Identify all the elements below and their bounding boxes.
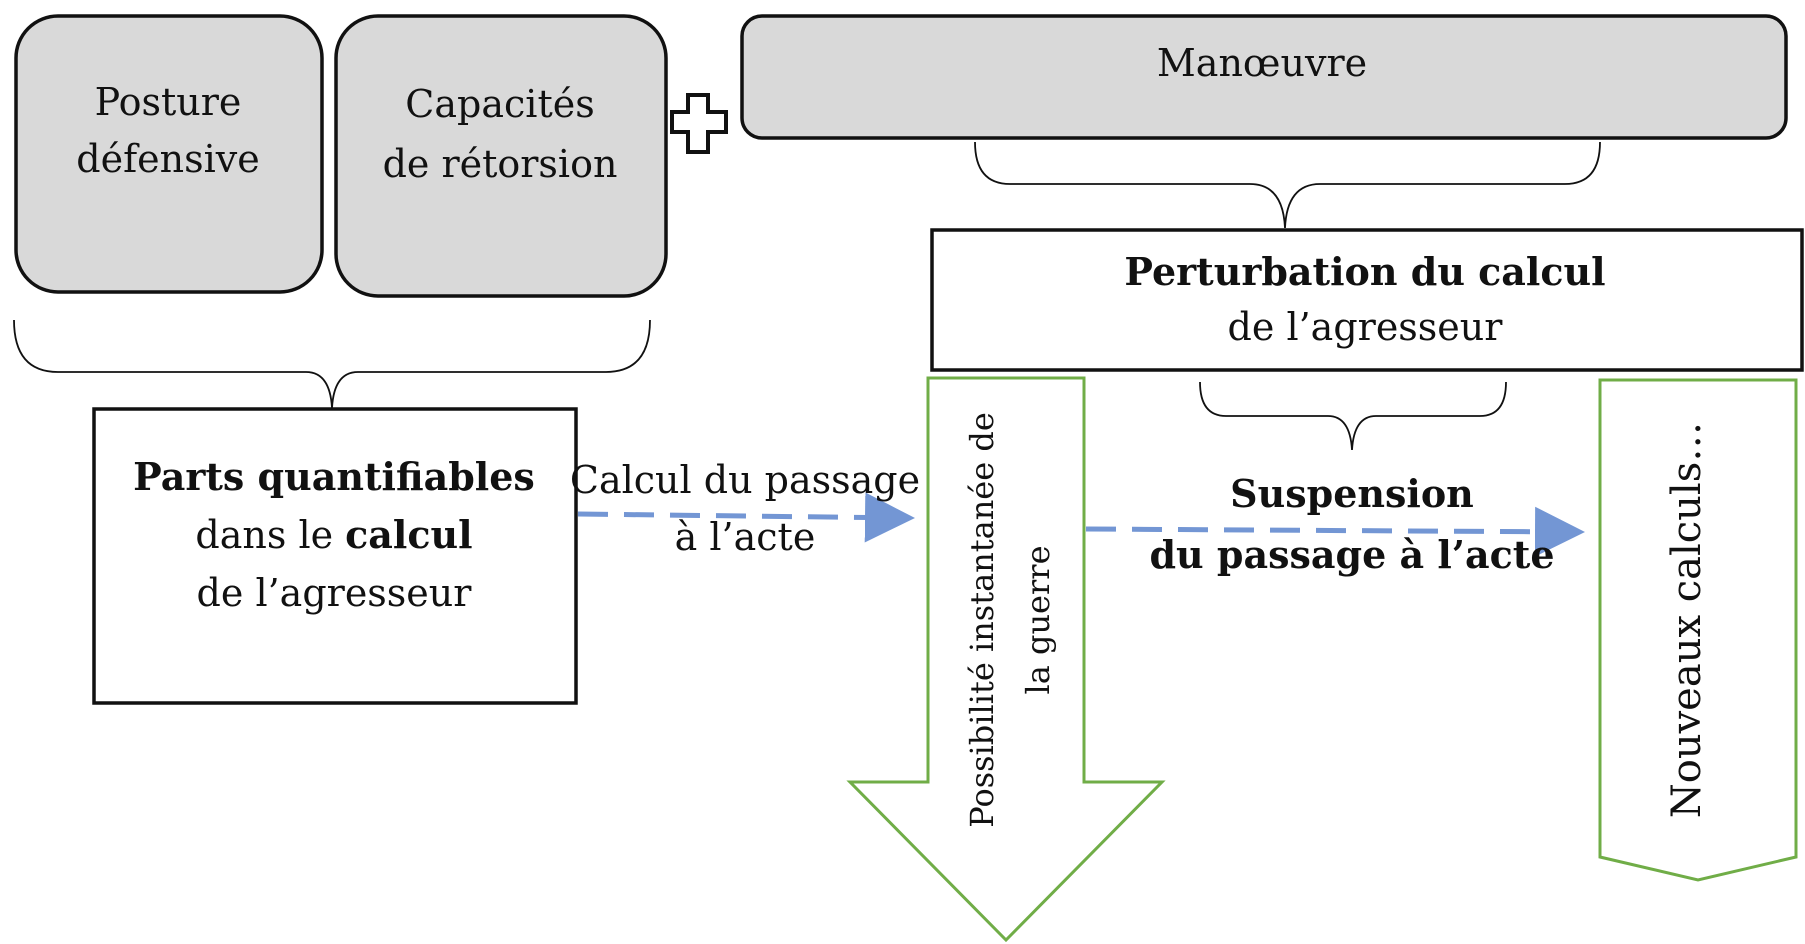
perturbation-sub: de l’agresseur: [1228, 305, 1504, 349]
perturbation-title: Perturbation du calcul: [1124, 249, 1605, 294]
parts-title: Parts quantifiables: [133, 454, 535, 499]
parts-line2: dans le calcul: [195, 512, 472, 557]
possibilite-arrow-shape: [846, 376, 1166, 943]
calcul-passage-line2: à l’acte: [675, 515, 816, 559]
capacites-line1: Capacités: [405, 82, 594, 126]
calcul-passage-arrow: [577, 492, 915, 543]
manoeuvre-label: Manœuvre: [1157, 41, 1367, 85]
possibilite-line1: Possibilité instantanée de: [963, 412, 1001, 828]
suspension-arrow: [1085, 506, 1585, 557]
parts-line3: de l’agresseur: [197, 571, 473, 615]
calcul-passage-line1: Calcul du passage: [570, 458, 920, 502]
parts-quantifiables-box: [92, 407, 578, 705]
parts-line2-prefix: dans le: [195, 513, 345, 557]
plus-icon: [670, 93, 728, 154]
capacites-box: [334, 14, 668, 298]
brace-under-perturbation: [1199, 381, 1507, 451]
manoeuvre-box: [740, 14, 1788, 140]
posture-box: [14, 14, 324, 294]
posture-line1: Posture: [95, 80, 242, 124]
parts-line2-bold: calcul: [345, 512, 472, 557]
suspension-line2: du passage à l’acte: [1149, 532, 1554, 577]
suspension-line1: Suspension: [1230, 471, 1474, 516]
brace-under-manoeuvre: [974, 141, 1601, 229]
capacites-line2: de rétorsion: [383, 142, 618, 186]
perturbation-box: [930, 228, 1804, 372]
nouveaux-calculs-shape: [1598, 378, 1798, 882]
nouveaux-calculs-label: Nouveaux calculs…: [1664, 422, 1710, 819]
brace-under-left-boxes: [13, 319, 651, 409]
possibilite-line2: la guerre: [1019, 545, 1057, 694]
posture-line2: défensive: [76, 137, 259, 181]
